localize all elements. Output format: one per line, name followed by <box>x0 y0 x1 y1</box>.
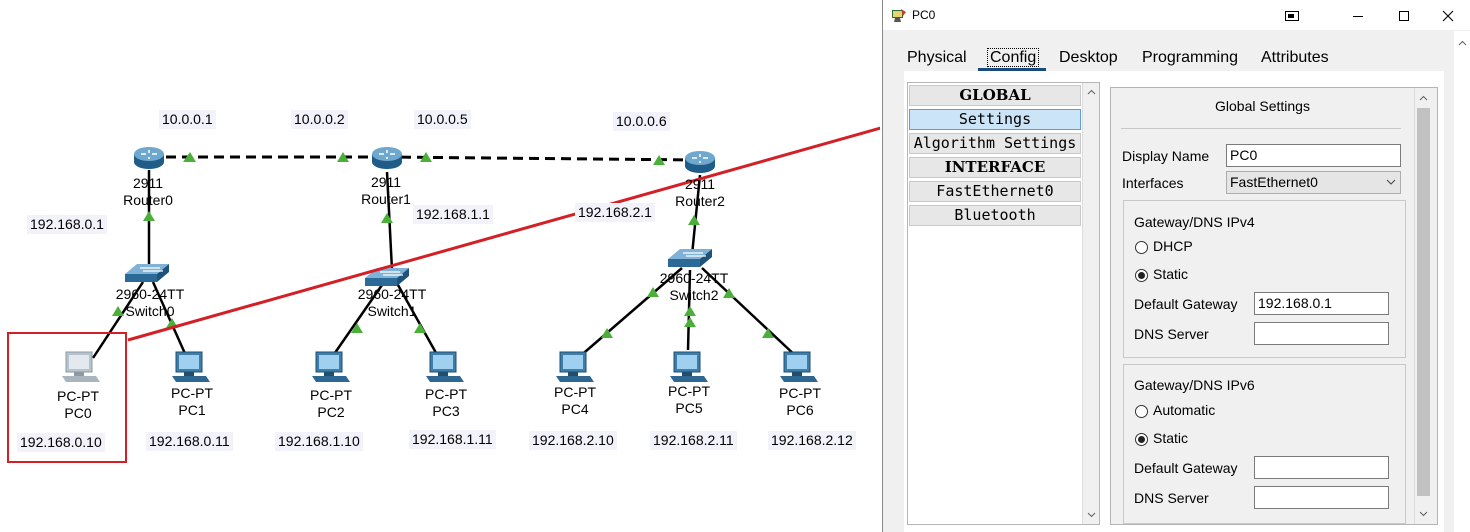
interfaces-select[interactable]: FastEthernet0 <box>1226 171 1401 194</box>
scroll-up-arrow[interactable] <box>1415 90 1431 106</box>
ip-label: 10.0.0.2 <box>291 110 348 129</box>
ip-label: 192.168.2.12 <box>768 431 856 450</box>
minimize-button[interactable] <box>1335 0 1381 31</box>
topology-canvas[interactable]: 10.0.0.1 10.0.0.2 10.0.0.5 10.0.0.6 192.… <box>0 0 880 532</box>
dns-server-input-ipv4[interactable] <box>1254 322 1389 345</box>
dhcp-radio[interactable] <box>1135 241 1148 254</box>
config-content: GLOBAL Settings Algorithm Settings INTER… <box>904 71 1444 532</box>
layout-icon <box>1285 10 1299 21</box>
pc0-window[interactable]: PC0 Physical Config Desktop Programming … <box>882 0 1470 532</box>
maximize-icon <box>1399 10 1409 21</box>
automatic-radio[interactable] <box>1135 405 1148 418</box>
ip-label: 192.168.1.1 <box>413 205 493 224</box>
dns-server-label-ipv4: DNS Server <box>1134 326 1209 342</box>
menu-item-algorithm-settings[interactable]: Algorithm Settings <box>909 133 1081 154</box>
ip-label: 10.0.0.6 <box>613 112 670 131</box>
topology-links <box>61 126 880 383</box>
settings-scrollbar[interactable] <box>1414 88 1431 524</box>
chevron-down-icon <box>1419 511 1427 517</box>
config-menu: GLOBAL Settings Algorithm Settings INTER… <box>907 82 1100 525</box>
close-button[interactable] <box>1425 0 1470 31</box>
display-name-input[interactable]: PC0 <box>1226 144 1401 167</box>
default-gateway-label-ipv6: Default Gateway <box>1134 460 1238 476</box>
active-tab-indicator <box>978 68 1046 71</box>
dns-server-label-ipv6: DNS Server <box>1134 490 1209 506</box>
menu-scrollbar[interactable] <box>1082 83 1099 524</box>
chevron-up-icon <box>1087 89 1095 95</box>
menu-header-global: GLOBAL <box>909 85 1081 106</box>
default-gateway-label-ipv4: Default Gateway <box>1134 296 1238 312</box>
ipv4-group-title: Gateway/DNS IPv4 <box>1134 214 1255 230</box>
highlight-box <box>7 332 127 463</box>
tab-programming[interactable]: Programming <box>1142 49 1239 66</box>
minimize-icon <box>1353 15 1363 17</box>
ip-label: 192.168.1.10 <box>275 432 363 451</box>
ipv4-group: Gateway/DNS IPv4 DHCP Static Default Gat… <box>1123 200 1406 358</box>
ip-label: 192.168.2.11 <box>650 431 737 450</box>
global-settings-panel: Global Settings Display Name PC0 Interfa… <box>1110 87 1438 525</box>
scrollbar-thumb[interactable] <box>1417 108 1430 496</box>
default-gateway-input-ipv4[interactable]: 192.168.0.1 <box>1254 292 1389 315</box>
display-name-label: Display Name <box>1122 148 1210 164</box>
ip-label: 192.168.0.11 <box>146 432 233 451</box>
ip-label: 192.168.2.1 <box>575 203 655 222</box>
ip-label: 192.168.0.1 <box>27 215 107 234</box>
packet-tracer-icon <box>892 9 906 22</box>
dhcp-label[interactable]: DHCP <box>1153 238 1193 254</box>
menu-item-bluetooth[interactable]: Bluetooth <box>909 205 1081 226</box>
divider <box>1121 128 1401 129</box>
scroll-up-arrow[interactable] <box>1454 35 1470 51</box>
automatic-label[interactable]: Automatic <box>1153 402 1216 418</box>
close-icon <box>1442 10 1454 21</box>
ip-label: 10.0.0.5 <box>414 110 471 129</box>
ip-label: 192.168.0.10 <box>17 433 105 452</box>
chevron-up-icon <box>1458 40 1466 46</box>
scroll-up-arrow[interactable] <box>1083 84 1099 100</box>
ip-label: 10.0.0.1 <box>159 110 216 129</box>
scroll-down-arrow[interactable] <box>1415 506 1431 522</box>
scroll-down-arrow[interactable] <box>1083 507 1099 523</box>
interfaces-label: Interfaces <box>1122 175 1184 191</box>
panel-title: Global Settings <box>1215 98 1310 114</box>
static-label-ipv4[interactable]: Static <box>1153 266 1189 282</box>
static-label-ipv6[interactable]: Static <box>1153 430 1189 446</box>
tab-config[interactable]: Config <box>979 44 1047 72</box>
interfaces-value: FastEthernet0 <box>1230 174 1318 190</box>
window-title: PC0 <box>912 8 936 22</box>
window-scrollbar[interactable] <box>1454 31 1470 532</box>
static-radio-ipv6[interactable] <box>1135 433 1148 446</box>
tab-desktop[interactable]: Desktop <box>1059 49 1118 66</box>
maximize-button[interactable] <box>1381 0 1427 31</box>
menu-header-interface: INTERFACE <box>909 157 1081 178</box>
ipv6-group: Gateway/DNS IPv6 Automatic Static Defaul… <box>1123 364 1406 524</box>
chevron-down-icon <box>1087 512 1095 518</box>
static-radio-ipv4[interactable] <box>1135 269 1148 282</box>
menu-item-fastethernet0[interactable]: FastEthernet0 <box>909 181 1081 202</box>
chevron-down-icon <box>1386 179 1396 185</box>
tab-attributes[interactable]: Attributes <box>1261 49 1329 66</box>
title-bar[interactable]: PC0 <box>883 0 1470 31</box>
menu-item-settings[interactable]: Settings <box>909 109 1081 130</box>
ipv6-group-title: Gateway/DNS IPv6 <box>1134 377 1255 393</box>
default-gateway-input-ipv6[interactable] <box>1254 456 1389 479</box>
tab-physical[interactable]: Physical <box>907 49 967 66</box>
restore-layout-button[interactable] <box>1269 0 1315 31</box>
chevron-up-icon <box>1419 95 1427 101</box>
dns-server-input-ipv6[interactable] <box>1254 486 1389 509</box>
ip-label: 192.168.1.11 <box>409 430 496 449</box>
ip-label: 192.168.2.10 <box>529 431 617 450</box>
